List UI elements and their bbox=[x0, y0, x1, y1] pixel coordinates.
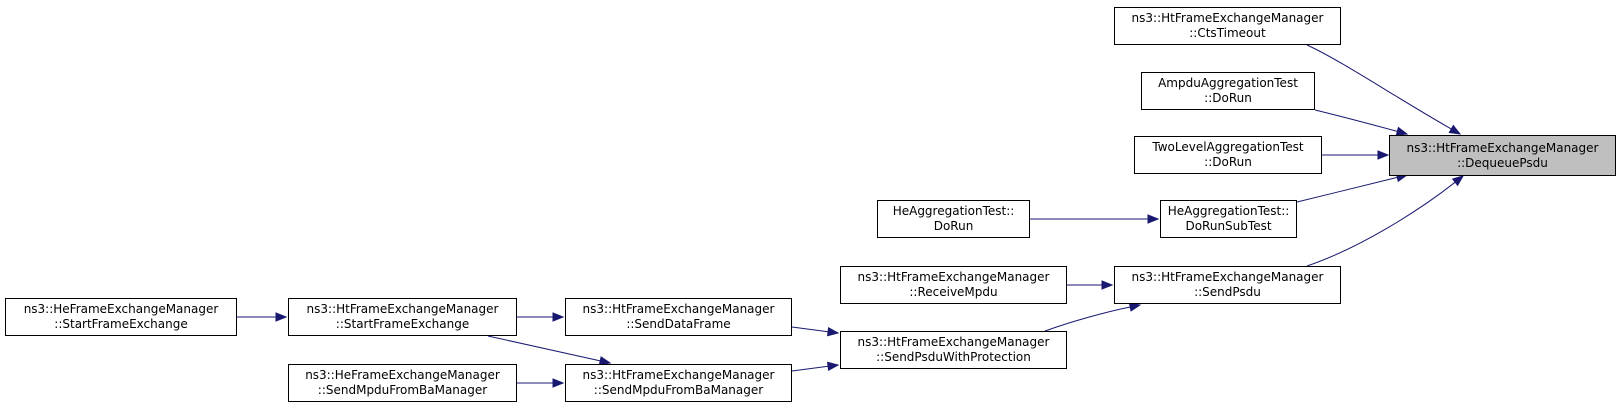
node-he-aggregation-dorunsubtest-line2: DoRunSubTest bbox=[1185, 219, 1272, 233]
node-twolevel-aggregation-dorun[interactable]: TwoLevelAggregationTest ::DoRun bbox=[1134, 136, 1322, 174]
node-ht-send-mpdu-from-ba-manager-line1: ns3::HtFrameExchangeManager bbox=[582, 368, 775, 382]
node-ht-start-frame-exchange-line1: ns3::HtFrameExchangeManager bbox=[306, 302, 499, 316]
node-ht-send-mpdu-from-ba-manager-line2: ::SendMpduFromBaManager bbox=[593, 383, 764, 397]
node-twolevel-aggregation-dorun-line2: ::DoRun bbox=[1204, 155, 1252, 169]
node-he-aggregation-dorun[interactable]: HeAggregationTest:: DoRun bbox=[877, 200, 1030, 238]
arrowhead-he_start_fe-to-ht_start_fe bbox=[275, 312, 288, 322]
node-cts-timeout-line1: ns3::HtFrameExchangeManager bbox=[1131, 11, 1324, 25]
edge-he_dorunsubtest-to-deque_psdu bbox=[1296, 176, 1398, 203]
edge-send_psdu-to-deque_psdu bbox=[1306, 181, 1456, 267]
node-dequeue-psdu-line2: ::DequeuePsdu bbox=[1457, 155, 1548, 170]
arrowhead-ht_start_fe-to-ht_send_mpdu_ba bbox=[598, 356, 612, 366]
edge-send_data_frame-to-send_psdu_prot bbox=[791, 326, 829, 333]
node-he-send-mpdu-from-ba-manager-line1: ns3::HeFrameExchangeManager bbox=[305, 368, 500, 382]
node-dequeue-psdu: ns3::HtFrameExchangeManager ::DequeuePsd… bbox=[1389, 135, 1616, 176]
edge-ht_send_mpdu_ba-to-send_psdu_prot bbox=[791, 365, 829, 372]
node-he-start-frame-exchange[interactable]: ns3::HeFrameExchangeManager ::StartFrame… bbox=[5, 298, 237, 336]
node-dequeue-psdu-line1: ns3::HtFrameExchangeManager bbox=[1406, 140, 1599, 155]
node-receive-mpdu[interactable]: ns3::HtFrameExchangeManager ::ReceiveMpd… bbox=[840, 266, 1067, 304]
node-he-send-mpdu-from-ba-manager[interactable]: ns3::HeFrameExchangeManager ::SendMpduFr… bbox=[288, 364, 517, 402]
node-he-send-mpdu-from-ba-manager-line2: ::SendMpduFromBaManager bbox=[317, 383, 488, 397]
node-ampdu-aggregation-dorun-line1: AmpduAggregationTest bbox=[1158, 76, 1298, 90]
node-he-aggregation-dorun-line1: HeAggregationTest:: bbox=[892, 204, 1015, 218]
arrowhead-twolevel_dorun-to-deque_psdu bbox=[1377, 150, 1390, 160]
node-ht-send-mpdu-from-ba-manager[interactable]: ns3::HtFrameExchangeManager ::SendMpduFr… bbox=[565, 364, 792, 402]
node-cts-timeout-line2: ::CtsTimeout bbox=[1189, 26, 1266, 40]
node-ampdu-aggregation-dorun-line2: ::DoRun bbox=[1204, 91, 1252, 105]
arrowhead-send_psdu-to-deque_psdu bbox=[1451, 175, 1465, 187]
node-send-psdu[interactable]: ns3::HtFrameExchangeManager ::SendPsdu bbox=[1114, 266, 1341, 304]
arrowhead-send_psdu_prot-to-send_psdu bbox=[1128, 302, 1142, 312]
node-send-data-frame[interactable]: ns3::HtFrameExchangeManager ::SendDataFr… bbox=[565, 298, 792, 336]
edge-ht_start_fe-to-ht_send_mpdu_ba bbox=[487, 335, 601, 362]
node-receive-mpdu-line2: ::ReceiveMpdu bbox=[909, 285, 998, 299]
node-ht-start-frame-exchange-line2: ::StartFrameExchange bbox=[335, 317, 470, 331]
node-send-psdu-with-protection-line2: ::SendPsduWithProtection bbox=[876, 350, 1031, 364]
node-twolevel-aggregation-dorun-line1: TwoLevelAggregationTest bbox=[1152, 140, 1304, 154]
node-cts-timeout[interactable]: ns3::HtFrameExchangeManager ::CtsTimeout bbox=[1114, 7, 1341, 45]
node-he-aggregation-dorunsubtest-line1: HeAggregationTest:: bbox=[1167, 204, 1290, 218]
node-he-start-frame-exchange-line1: ns3::HeFrameExchangeManager bbox=[23, 302, 219, 316]
edge-send_psdu_prot-to-send_psdu bbox=[1044, 306, 1131, 332]
arrowhead-cts_timeout-to-deque_psdu bbox=[1448, 124, 1462, 135]
node-send-psdu-line2: ::SendPsdu bbox=[1194, 285, 1261, 299]
node-he-start-frame-exchange-line2: ::StartFrameExchange bbox=[54, 317, 188, 331]
node-send-psdu-with-protection-line1: ns3::HtFrameExchangeManager bbox=[857, 335, 1050, 349]
node-ht-start-frame-exchange[interactable]: ns3::HtFrameExchangeManager ::StartFrame… bbox=[288, 298, 517, 336]
node-he-aggregation-dorun-line2: DoRun bbox=[933, 219, 974, 233]
node-receive-mpdu-line1: ns3::HtFrameExchangeManager bbox=[857, 270, 1050, 284]
arrowhead-he_dorun-to-he_dorunsubtest bbox=[1147, 214, 1160, 224]
node-send-data-frame-line1: ns3::HtFrameExchangeManager bbox=[582, 302, 775, 316]
arrowhead-ampdu_dorun-to-deque_psdu bbox=[1395, 126, 1409, 136]
arrowhead-he_send_mpdu_ba-to-ht_send_mpdu_ba bbox=[552, 378, 565, 388]
edge-cts_timeout-to-deque_psdu bbox=[1306, 44, 1452, 130]
node-ampdu-aggregation-dorun[interactable]: AmpduAggregationTest ::DoRun bbox=[1141, 72, 1315, 110]
node-he-aggregation-dorunsubtest[interactable]: HeAggregationTest:: DoRunSubTest bbox=[1160, 200, 1297, 238]
node-send-psdu-with-protection[interactable]: ns3::HtFrameExchangeManager ::SendPsduWi… bbox=[840, 331, 1067, 369]
arrowhead-send_data_frame-to-send_psdu_prot bbox=[826, 326, 840, 337]
arrowhead-receive_mpdu-to-send_psdu bbox=[1101, 280, 1114, 290]
arrowhead-ht_send_mpdu_ba-to-send_psdu_prot bbox=[826, 361, 840, 372]
node-send-data-frame-line2: ::SendDataFrame bbox=[626, 317, 731, 331]
edge-ampdu_dorun-to-deque_psdu bbox=[1314, 109, 1398, 132]
node-send-psdu-line1: ns3::HtFrameExchangeManager bbox=[1131, 270, 1324, 284]
arrowhead-ht_start_fe-to-send_data_frame bbox=[552, 312, 565, 322]
